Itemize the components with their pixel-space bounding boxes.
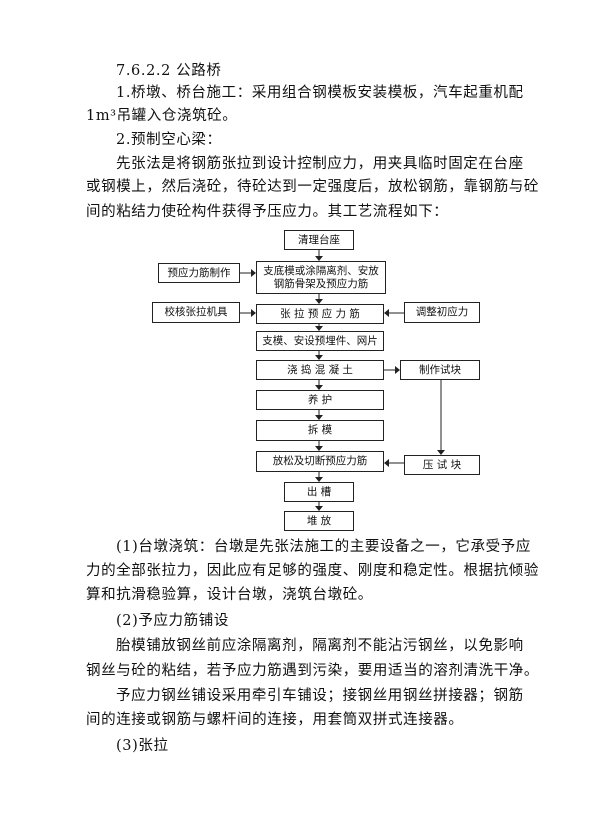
item1-line2: 1m³吊罐入仓浇筑砼。	[86, 108, 238, 124]
section2-heading: (2)予应力筋铺设	[116, 613, 229, 629]
section3-heading: (3)张拉	[116, 738, 169, 754]
section2-line4: 间的连接或钢筋与螺杆间的连接，用套筒双拼式连接器。	[86, 712, 464, 728]
section2-line1: 胎模铺放钢丝前应涂隔离剂，隔离剂不能沾污钢丝，以免影响	[116, 638, 524, 654]
section1-line2: 力的全部张拉力，因此应有足够的强度、刚度和稳定性。根据抗倾验	[86, 563, 539, 579]
item2-heading: 2.预制空心梁：	[116, 132, 222, 148]
para1-line3: 间的粘结力使砼构件获得予压应力。其工艺流程如下：	[86, 204, 449, 220]
flow-side-calibrate-tools: 校核张拉机具	[152, 302, 240, 323]
flow-side-make-tendons: 预应力筋制作	[158, 263, 240, 283]
flow-side-adjust-stress: 调整初应力	[404, 302, 480, 323]
para1-line2: 或钢模上，然后浇砼，待砼达到一定强度后，放松钢筋，靠钢筋与砼	[86, 179, 539, 195]
section1-line1: (1)台墩浇筑：台墩是先张法施工的主要设备之一，它承受予应	[116, 539, 531, 555]
section2-line2: 钢丝与砼的粘结，若予应力筋遇到污染，要用适当的溶剂清洗干净。	[86, 663, 539, 679]
section2-line3: 予应力钢丝铺设采用牵引车铺设；接钢丝用钢丝拼接器；钢筋	[116, 688, 524, 704]
flow-step-unload: 出 槽	[284, 482, 354, 502]
flow-step-formwork: 支底模或涂隔离剂、安放钢筋骨架及预应力筋	[256, 261, 386, 294]
flow-step-tension-tendons: 张 拉 预 应 力 筋	[256, 304, 384, 324]
item1-line1: 1.桥墩、桥台施工：采用组合钢模板安装模板，汽车起重机配	[116, 85, 524, 101]
flow-step-release-cut: 放松及切断预应力筋	[256, 451, 384, 472]
flow-side-make-specimens: 制作试块	[400, 360, 480, 380]
flow-step-stack: 堆 放	[284, 511, 354, 531]
para1-line1: 先张法是将钢筋张拉到设计控制应力，用夹具临时固定在台座	[116, 156, 524, 172]
section-heading: 7.6.2.2 公路桥	[116, 63, 222, 79]
flow-step-remove-formwork: 拆 模	[256, 420, 384, 441]
flow-step-curing: 养 护	[256, 390, 384, 410]
flow-step-pour-concrete: 浇 捣 混 凝 土	[256, 360, 384, 380]
flow-side-test-specimens: 压 试 块	[404, 455, 480, 475]
section1-line3: 算和抗滑稳验算，设计台墩，浇筑台墩砼。	[86, 587, 373, 603]
flow-step-clean-pedestal: 清理台座	[284, 230, 354, 250]
flow-step-embed-parts: 支模、安设预埋件、网片	[256, 331, 384, 351]
